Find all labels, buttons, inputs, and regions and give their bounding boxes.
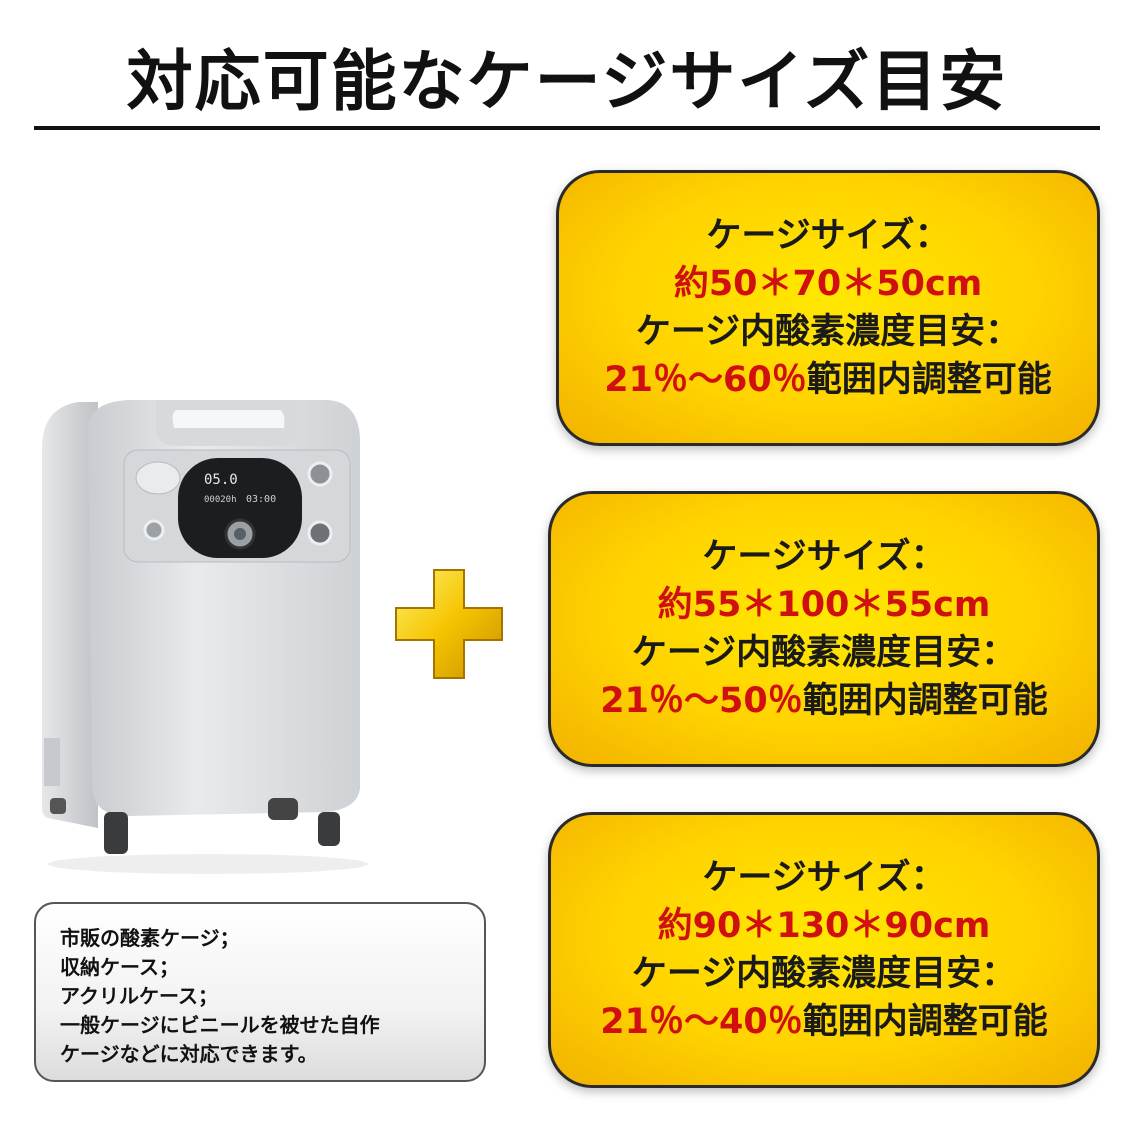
- concentration-suffix: 範囲内調整可能: [806, 360, 1052, 400]
- concentration-line: 21％～60％範囲内調整可能: [604, 356, 1051, 404]
- cage-size-value: 約50＊70＊50cm: [673, 264, 983, 304]
- cage-size-value: 約55＊100＊55cm: [657, 585, 991, 625]
- concentration-range: 21％～60％: [604, 360, 807, 400]
- note-line: 収納ケース；: [60, 955, 179, 979]
- concentration-label: ケージ内酸素濃度目安：: [635, 312, 1021, 352]
- title-divider: [34, 126, 1100, 130]
- timer-readout: 03:00: [246, 494, 276, 505]
- hours-readout: 00020h: [204, 495, 237, 505]
- concentration-range: 21％～50％: [600, 681, 803, 721]
- note-line: 市販の酸素ケージ；: [60, 926, 240, 950]
- cage-size-label: ケージサイズ：: [706, 216, 950, 256]
- cage-size-card-2: ケージサイズ： 約55＊100＊55cm ケージ内酸素濃度目安： 21％～50％…: [548, 491, 1100, 767]
- note-line: アクリルケース；: [60, 984, 218, 1008]
- page-title: 対応可能なケージサイズ目安: [126, 43, 1008, 120]
- oxygen-concentrator-image: 05.0 00020h 03:00: [42, 400, 368, 874]
- cage-size-card-3: ケージサイズ： 約90＊130＊90cm ケージ内酸素濃度目安： 21％～40％…: [548, 812, 1100, 1088]
- concentration-label: ケージ内酸素濃度目安：: [631, 633, 1017, 673]
- concentration-label: ケージ内酸素濃度目安：: [631, 954, 1017, 994]
- plus-icon: [395, 569, 503, 679]
- cage-size-label: ケージサイズ：: [702, 537, 946, 577]
- cage-size-value: 約90＊130＊90cm: [657, 906, 991, 946]
- note-line: 一般ケージにビニールを被せた自作: [60, 1013, 380, 1037]
- cage-size-label: ケージサイズ：: [702, 858, 946, 898]
- concentration-suffix: 範囲内調整可能: [802, 681, 1048, 721]
- concentration-line: 21％～50％範囲内調整可能: [600, 677, 1047, 725]
- concentration-suffix: 範囲内調整可能: [802, 1002, 1048, 1042]
- cage-size-card-1: ケージサイズ： 約50＊70＊50cm ケージ内酸素濃度目安： 21％～60％範…: [556, 170, 1100, 446]
- note-line: ケージなどに対応できます。: [60, 1042, 318, 1066]
- concentration-line: 21％～40％範囲内調整可能: [600, 998, 1047, 1046]
- compatibility-note: 市販の酸素ケージ； 収納ケース； アクリルケース； 一般ケージにビニールを被せた…: [34, 902, 486, 1082]
- concentration-range: 21％～40％: [600, 1002, 803, 1042]
- flow-readout: 05.0: [204, 472, 238, 488]
